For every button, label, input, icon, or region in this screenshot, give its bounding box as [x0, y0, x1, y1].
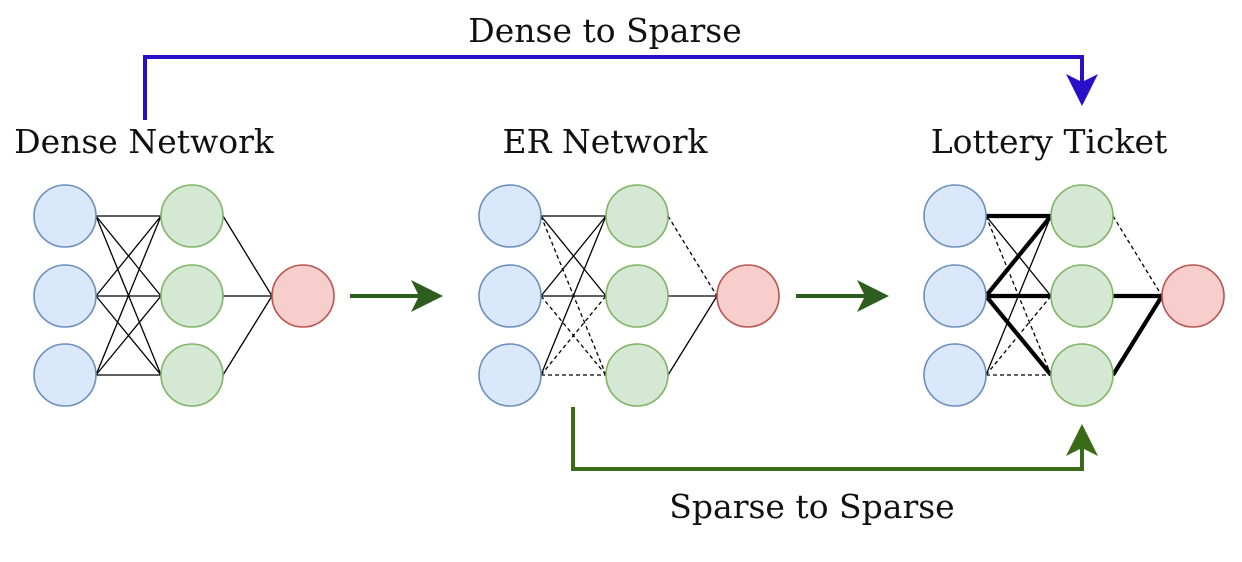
- dense-input-node-2: [33, 264, 97, 328]
- er-hidden-node-3: [605, 343, 669, 407]
- lottery-input-node-2: [923, 264, 987, 328]
- networks: [33, 184, 1225, 407]
- er-output-node: [716, 264, 780, 328]
- er-edge-h0-o-dashed: [667, 215, 718, 297]
- dense-hidden-node-1: [160, 184, 224, 248]
- dense-to-sparse-arrow: [143, 55, 1098, 120]
- sparse-to-sparse-arrow: [571, 407, 1098, 471]
- lottery-hidden-node-2: [1050, 264, 1114, 328]
- lottery-hidden-node-3: [1050, 343, 1114, 407]
- er-input-node-1: [478, 184, 542, 248]
- er-hidden-node-1: [605, 184, 669, 248]
- lottery-edge-i2-h0-solid: [985, 215, 1052, 376]
- dense-network-title: Dense Network: [14, 122, 275, 161]
- lottery-edge-h0-o-dashed: [1112, 215, 1163, 297]
- er-edge-h2-o-solid: [667, 295, 718, 376]
- dense-output-node: [271, 264, 335, 328]
- lottery-input-node-1: [923, 184, 987, 248]
- lottery-hidden-node-1: [1050, 184, 1114, 248]
- dense-edge-h0-o-solid: [222, 215, 273, 297]
- lottery-edge-i1-h0-bold: [984, 214, 1053, 298]
- lottery-edge-i2-h1-dashed: [985, 295, 1052, 376]
- er-network-title: ER Network: [503, 122, 709, 161]
- dense-edge-i2-h0-solid: [95, 215, 162, 376]
- dense-input-node-1: [33, 184, 97, 248]
- dense-edge-i2-h1-solid: [95, 295, 162, 376]
- dense-hidden-node-3: [160, 343, 224, 407]
- dense-network: [33, 184, 335, 407]
- lottery-edge-h2-o-bold: [1111, 294, 1164, 377]
- lottery-input-node-3: [923, 343, 987, 407]
- dense-to-sparse-label: Dense to Sparse: [468, 11, 741, 50]
- lottery-output-node: [1161, 264, 1225, 328]
- er-edge-i1-h0-solid: [540, 215, 607, 297]
- er-network: [478, 184, 780, 407]
- er-input-node-2: [478, 264, 542, 328]
- lottery-ticket-title: Lottery Ticket: [931, 122, 1168, 161]
- lottery-network: [923, 184, 1225, 407]
- er-edge-i2-h0-solid: [540, 215, 607, 376]
- dense-input-node-3: [33, 343, 97, 407]
- dense-hidden-node-2: [160, 264, 224, 328]
- dense-edge-h2-o-solid: [222, 295, 273, 376]
- dense-edge-i1-h0-solid: [95, 215, 162, 297]
- er-hidden-node-2: [605, 264, 669, 328]
- sparse-to-sparse-label: Sparse to Sparse: [669, 487, 954, 526]
- er-edge-i2-h1-dashed: [540, 295, 607, 376]
- er-input-node-3: [478, 343, 542, 407]
